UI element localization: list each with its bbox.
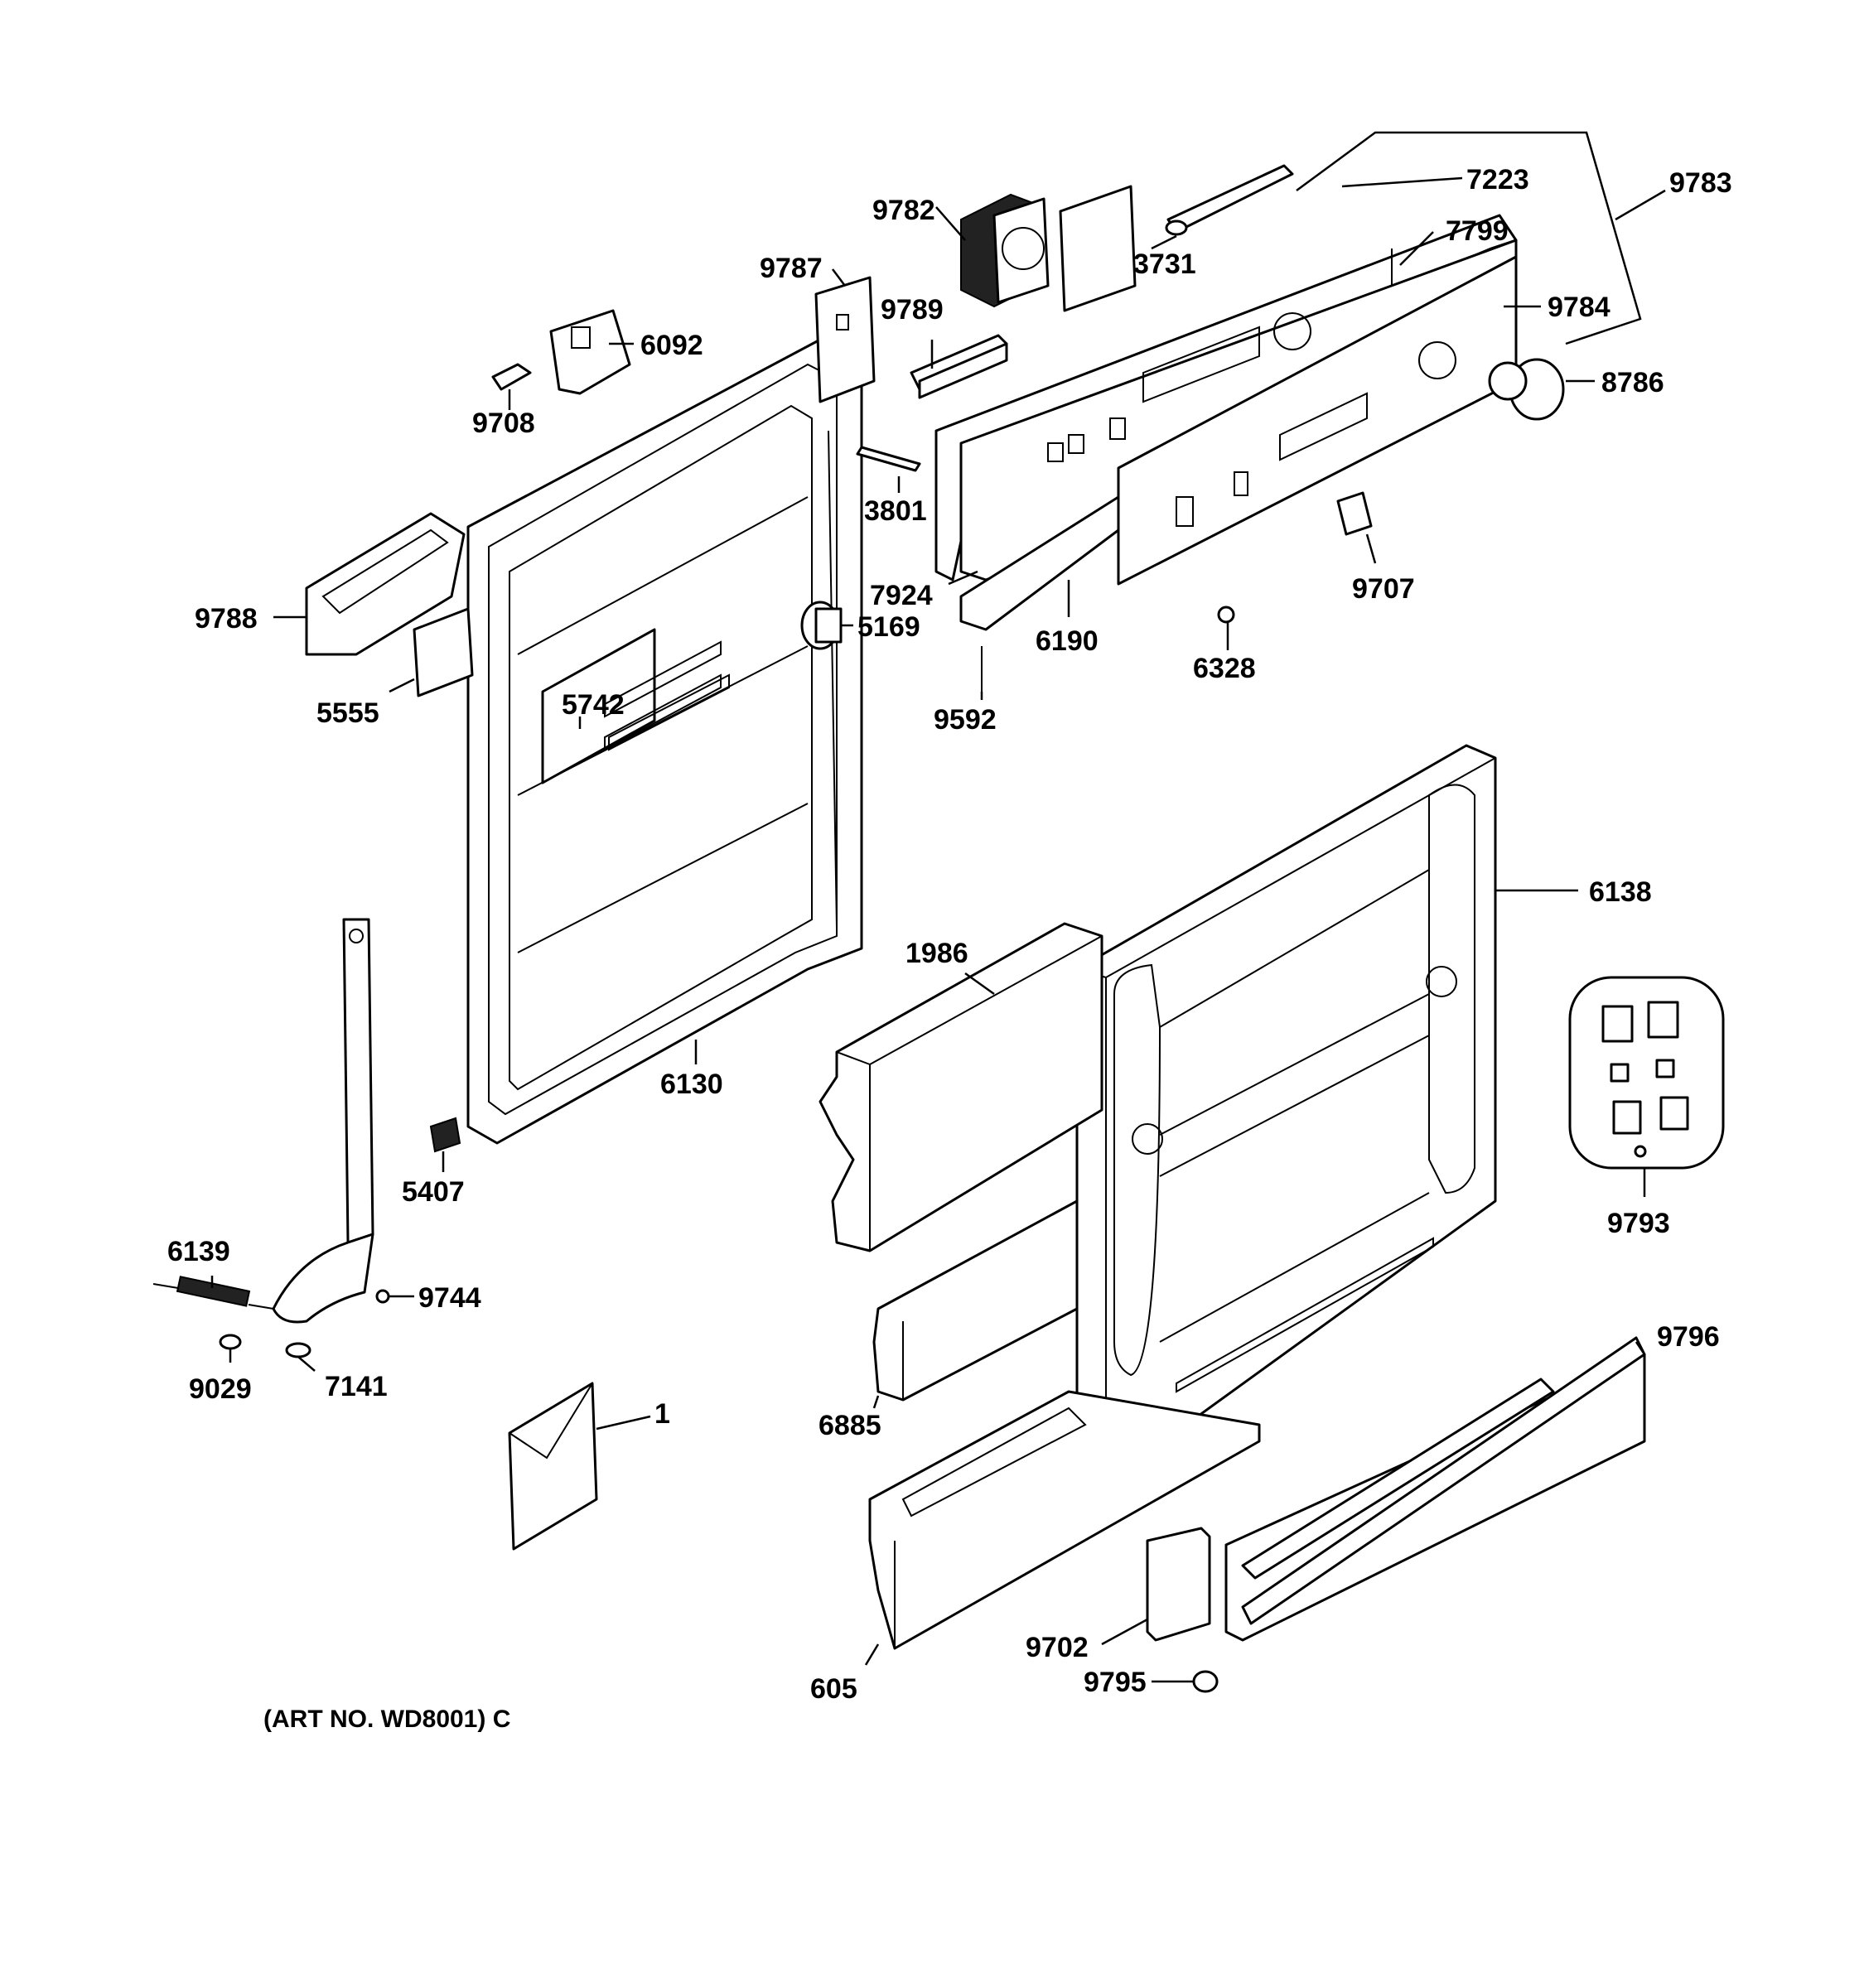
label-9789: 9789 — [881, 294, 944, 326]
part-9795 — [1192, 1670, 1219, 1693]
label-9783: 9783 — [1669, 167, 1732, 199]
label-9795: 9795 — [1084, 1667, 1147, 1698]
art-number-caption: (ART NO. WD8001) C — [263, 1706, 510, 1733]
label-1: 1 — [654, 1398, 670, 1430]
label-9029: 9029 — [189, 1373, 252, 1405]
end-cap-9702 — [1146, 1527, 1211, 1642]
label-9788: 9788 — [195, 603, 258, 635]
insulation-6885 — [872, 1199, 1079, 1402]
label-6092: 6092 — [640, 330, 703, 361]
door-inner-panel-6130 — [466, 338, 863, 1145]
switch-9789 — [910, 334, 1008, 399]
part-9707 — [1336, 491, 1373, 536]
label-5742: 5742 — [562, 689, 625, 721]
label-7799: 7799 — [1446, 215, 1509, 247]
part-5169 — [800, 601, 843, 650]
label-7924: 7924 — [870, 580, 933, 611]
bracket-6092 — [549, 309, 631, 395]
label-6139: 6139 — [167, 1236, 230, 1267]
label-6138: 6138 — [1589, 876, 1652, 908]
label-9793: 9793 — [1607, 1208, 1670, 1239]
pin-7141 — [285, 1342, 311, 1358]
part-9744 — [375, 1289, 390, 1304]
timer-9782 — [960, 185, 1137, 312]
label-9708: 9708 — [472, 408, 535, 439]
kickplate-9796 — [1224, 1336, 1646, 1642]
label-9796: 9796 — [1657, 1321, 1720, 1353]
label-5407: 5407 — [402, 1176, 465, 1208]
label-9784: 9784 — [1548, 292, 1610, 323]
kit-9793 — [1568, 976, 1725, 1170]
label-7141: 7141 — [325, 1371, 388, 1402]
label-605: 605 — [810, 1673, 857, 1705]
handle-6190 — [959, 495, 1120, 631]
label-6885: 6885 — [819, 1410, 881, 1441]
spring-6139 — [152, 1276, 274, 1310]
bracket-3731 — [1165, 164, 1294, 236]
control-board-9787 — [814, 276, 876, 403]
label-5555: 5555 — [316, 697, 379, 729]
manual-1 — [508, 1382, 598, 1551]
label-9707: 9707 — [1352, 573, 1415, 605]
knob-8786 — [1488, 358, 1565, 421]
clip-5407 — [429, 1117, 461, 1153]
label-1986: 1986 — [905, 938, 968, 969]
label-9744: 9744 — [418, 1282, 481, 1314]
label-9782: 9782 — [872, 195, 935, 226]
label-7223: 7223 — [1466, 164, 1529, 195]
part-9708 — [491, 363, 532, 391]
label-5169: 5169 — [857, 611, 920, 643]
callout-labels: 7223 9783 9782 7799 9787 3731 9789 9784 … — [167, 164, 1732, 1705]
latch-9788 — [305, 512, 466, 656]
label-3731: 3731 — [1133, 248, 1196, 280]
part-6328 — [1217, 606, 1235, 624]
insulation-1986 — [819, 922, 1103, 1252]
door-outer-panel-6138 — [1075, 744, 1497, 1484]
label-6190: 6190 — [1036, 625, 1099, 657]
label-6328: 6328 — [1193, 653, 1256, 684]
label-9592: 9592 — [934, 704, 997, 736]
label-9787: 9787 — [760, 253, 823, 284]
part-3801 — [856, 446, 921, 472]
label-9702: 9702 — [1026, 1632, 1089, 1663]
label-6130: 6130 — [660, 1069, 723, 1100]
pin-9029 — [219, 1334, 242, 1350]
bottom-trim-605 — [868, 1390, 1261, 1650]
label-8786: 8786 — [1601, 367, 1664, 398]
label-3801: 3801 — [864, 495, 927, 527]
leader-lines — [210, 131, 1666, 1683]
hinge-arm — [272, 918, 374, 1324]
gasket-5555 — [413, 607, 474, 697]
